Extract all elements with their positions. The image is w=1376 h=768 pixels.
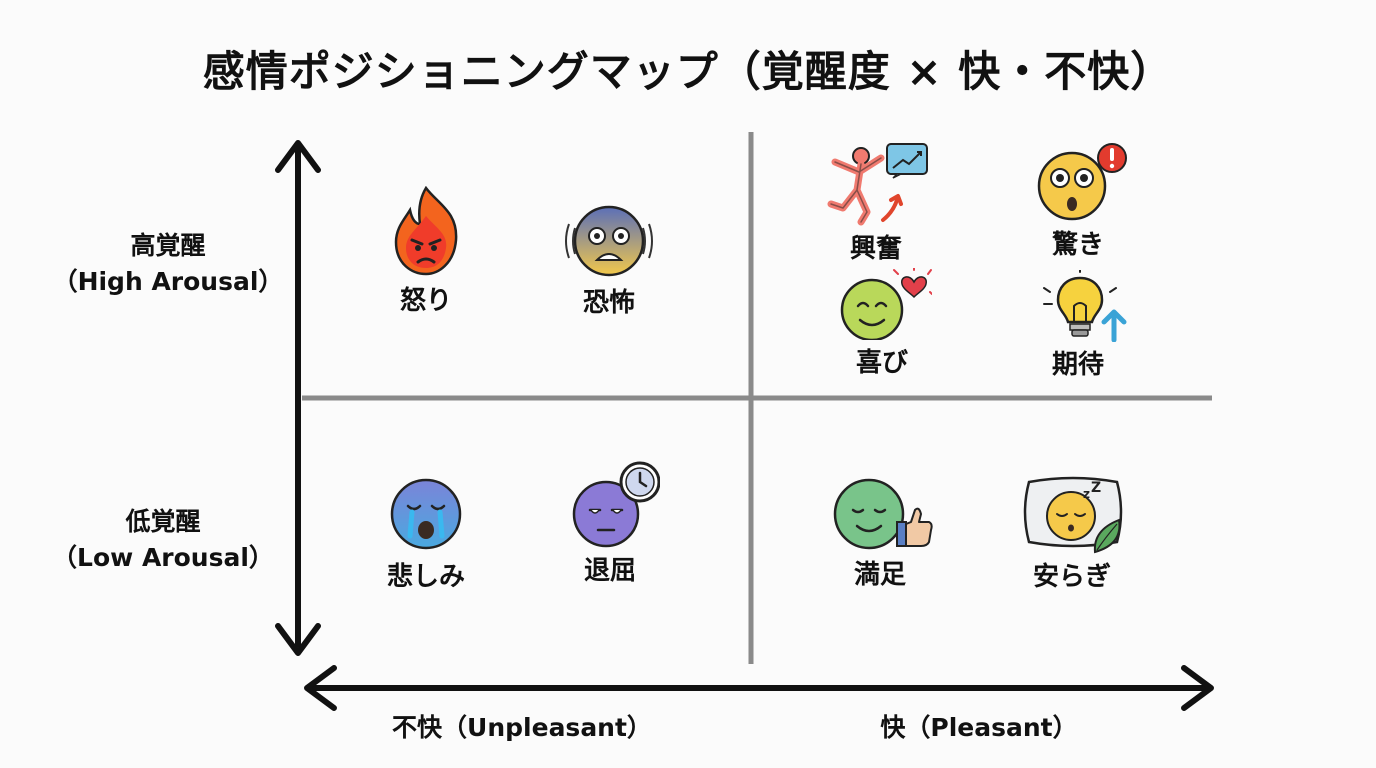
jumping-person-icon — [827, 143, 928, 226]
lightbulb-arrow-icon — [1043, 270, 1127, 342]
svg-text:z: z — [1083, 487, 1090, 501]
page-title: 感情ポジショニングマップ（覚醒度 × 快・不快） — [202, 47, 1174, 96]
emotion-satisfaction: 満足 — [810, 476, 950, 591]
scared-face-icon — [565, 205, 653, 277]
svg-text:Z: Z — [1091, 480, 1101, 496]
emotion-sadness: 悲しみ — [356, 476, 496, 593]
emotion-excitement: 興奮 — [806, 142, 946, 265]
x-label-unpleasant: 不快（Unpleasant） — [392, 713, 652, 742]
y-axis-arrow-down — [275, 623, 321, 656]
smiling-face-heart-icon — [840, 268, 932, 340]
x-label-pleasant: 快（Pleasant） — [880, 713, 1078, 742]
emotion-anticipation: 期待 — [1008, 270, 1148, 381]
emotion-fear: 恐怖 — [539, 204, 679, 319]
x-axis-arrow-right — [1181, 665, 1214, 711]
angry-flame-face-icon — [394, 186, 458, 276]
emotion-surprise: 驚き — [1008, 142, 1148, 261]
emotion-boredom: 退屈 — [540, 460, 680, 587]
y-label-low: 低覚醒 （Low Arousal） — [52, 507, 274, 572]
emotion-calm: z Z 安らぎ — [1002, 472, 1142, 593]
surprised-face-icon — [1037, 143, 1127, 221]
bored-face-clock-icon — [572, 461, 660, 548]
emotion-anger: 怒り — [356, 186, 496, 317]
x-axis-arrow-left — [304, 665, 337, 711]
content-face-thumbs-up-icon — [833, 478, 933, 550]
sleeping-face-pillow-icon: z Z — [1023, 476, 1123, 554]
y-axis-arrow-up — [275, 140, 321, 173]
y-label-high: 高覚醒 （High Arousal） — [52, 231, 284, 296]
emotion-joy: 喜び — [812, 268, 952, 379]
crying-face-icon — [390, 478, 462, 550]
